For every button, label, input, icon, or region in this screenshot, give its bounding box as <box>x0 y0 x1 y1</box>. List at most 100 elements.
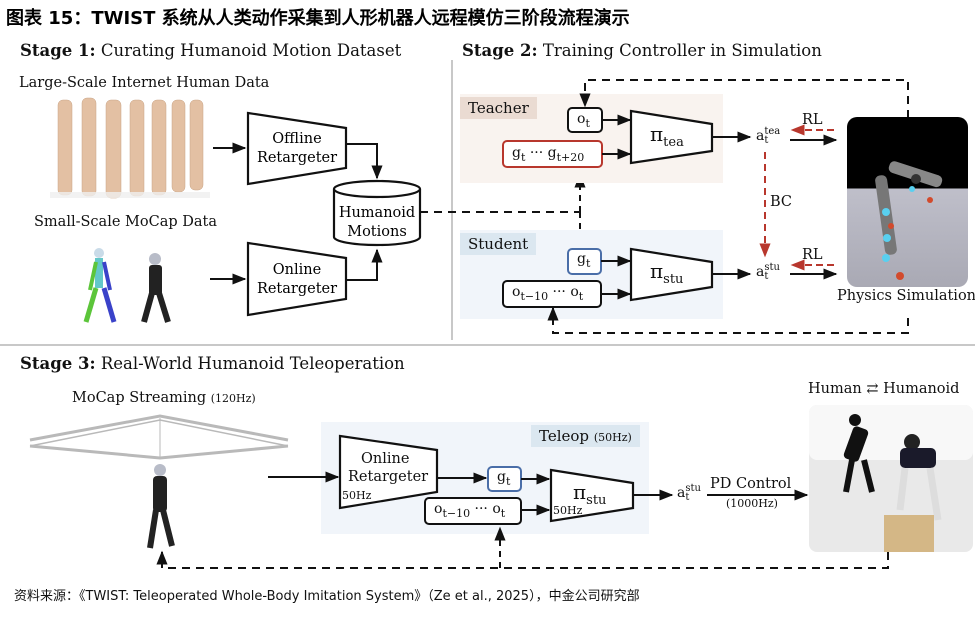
stage2-title: Training Controller in Simulation <box>537 41 822 60</box>
stage1-prefix: Stage 1: <box>20 41 96 60</box>
teacher-goal-symbol: g <box>512 145 521 161</box>
teleop-goal-symbol: g <box>497 469 506 485</box>
stage1-title: Curating Humanoid Motion Dataset <box>95 41 402 60</box>
teleop-retargeter-line2: Retargeter <box>348 469 429 485</box>
action-student-sub: t <box>764 271 769 282</box>
teleop-label: Teleop (50Hz) <box>531 425 640 447</box>
stage3-heading: Stage 3: Real-World Humanoid Teleoperati… <box>20 354 405 373</box>
retargeter-rate: 50Hz <box>342 489 372 502</box>
student-policy-symbol: π <box>650 259 664 283</box>
online-retargeter-block <box>246 241 348 317</box>
teacher-label: Teacher <box>460 97 537 119</box>
dashed-sim-to-student-obs <box>547 306 909 334</box>
humanoid-motions-line1: Humanoid <box>339 205 415 221</box>
dashed-sim-to-teacher-obs <box>579 79 909 118</box>
student-obs-symbol: o <box>512 284 521 300</box>
online-retargeter-line1: Online <box>273 262 321 278</box>
teleop-rate: (50Hz) <box>593 431 632 444</box>
teleop-policy-text: πstu <box>573 480 606 508</box>
teleop-obs-sub-end: t <box>500 506 506 520</box>
stage2-heading: Stage 2: Training Controller in Simulati… <box>462 41 822 60</box>
human-humanoid-photo <box>809 405 973 552</box>
teleop-obs-sub-start: t−10 <box>442 506 471 520</box>
teacher-obs-symbol: o <box>577 111 586 127</box>
student-obs-symbol-end: o <box>570 284 579 300</box>
pd-control-rate: (1000Hz) <box>726 497 778 510</box>
teacher-goal-text: gt ··· gt+20 <box>512 145 584 164</box>
teacher-obs-text: ot <box>577 111 590 130</box>
source-footer: 资料来源：《TWIST: Teleoperated Whole-Body Imi… <box>14 589 640 604</box>
teleop-goal-sub: t <box>505 474 511 488</box>
student-obs-ellipsis: ··· <box>552 284 566 300</box>
teleop-text: Teleop <box>539 427 590 445</box>
mocap-truss-image <box>29 414 289 460</box>
teleop-obs-symbol: o <box>434 501 443 517</box>
mocap-streaming-label: MoCap Streaming (120Hz) <box>72 390 256 406</box>
teleop-policy-block <box>549 468 635 523</box>
internet-human-data-label: Large-Scale Internet Human Data <box>19 75 270 91</box>
offline-retargeter-line1: Offline <box>272 131 321 147</box>
student-policy-sub: stu <box>663 272 684 287</box>
rl-teacher-label: RL <box>802 112 823 128</box>
teleop-action-sup: stu <box>685 483 701 494</box>
teacher-policy-symbol: π <box>650 122 664 146</box>
teleop-retargeter-line1: Online <box>361 451 410 467</box>
humanoid-motions-database <box>332 179 422 247</box>
teleop-obs-text: ot−10 ··· ot <box>434 501 505 520</box>
teleop-obs-symbol-end: o <box>492 501 501 517</box>
human-humanoid-label: Human ⇄ Humanoid <box>808 381 960 397</box>
student-goal-text: gt <box>577 251 590 270</box>
teleop-policy-sub: stu <box>586 493 607 508</box>
teleop-goal-text: gt <box>497 469 510 488</box>
rl-student-label: RL <box>802 247 823 263</box>
physics-simulation-caption: Physics Simulation <box>837 288 975 304</box>
teacher-goal-ellipsis: ··· <box>529 145 544 161</box>
action-teacher-symbol: a <box>756 128 765 144</box>
student-obs-sub-start: t−10 <box>520 289 549 303</box>
teleop-obs-ellipsis: ··· <box>474 501 488 517</box>
teleop-policy-symbol: π <box>573 480 587 504</box>
humanoid-motions-line2: Motions <box>347 224 407 240</box>
arrow-online-to-motions <box>346 248 383 281</box>
bc-label: BC <box>770 194 793 210</box>
mocap-human-image <box>147 464 175 549</box>
mocap-data-label: Small-Scale MoCap Data <box>34 214 217 230</box>
teacher-goal-sub-end: t+20 <box>556 150 585 164</box>
pd-control-label: PD Control <box>710 476 792 492</box>
action-student-symbol: a <box>756 264 765 280</box>
teleop-action-sub: t <box>685 492 690 503</box>
offline-retargeter-line2: Retargeter <box>257 150 337 166</box>
figure-title: 图表 15：TWIST 系统从人类动作采集到人形机器人远程模仿三阶段流程演示 <box>6 8 630 29</box>
online-retargeter-line2: Retargeter <box>257 281 337 297</box>
action-student-sup: stu <box>764 262 780 273</box>
arrow-offline-to-motions <box>346 143 383 180</box>
teacher-policy-text: πtea <box>650 122 684 150</box>
stage3-prefix: Stage 3: <box>20 354 96 373</box>
teacher-policy-block <box>629 109 714 165</box>
teacher-policy-sub: tea <box>663 135 684 150</box>
action-teacher-sub: t <box>764 135 769 146</box>
student-goal-sub: t <box>585 256 591 270</box>
student-policy-block <box>629 247 714 302</box>
student-obs-sub-end: t <box>578 289 584 303</box>
mocap-streaming-rate: (120Hz) <box>210 392 256 405</box>
stage3-title: Real-World Humanoid Teleoperation <box>95 354 405 373</box>
teacher-goal-symbol-end: g <box>547 145 557 161</box>
teacher-obs-sub: t <box>585 116 590 130</box>
action-teacher-sup: tea <box>764 126 781 137</box>
teleop-retargeter-block <box>338 434 439 510</box>
student-goal-symbol: g <box>577 251 586 267</box>
mocap-data-image <box>83 248 171 323</box>
student-policy-text: πstu <box>650 259 683 287</box>
stage1-heading: Stage 1: Curating Humanoid Motion Datase… <box>20 41 401 60</box>
student-obs-text: ot−10 ··· ot <box>512 284 583 303</box>
offline-retargeter-block <box>246 111 348 186</box>
mocap-streaming-text: MoCap Streaming <box>72 390 207 406</box>
teleop-action-symbol: a <box>677 485 686 501</box>
physics-simulation-image <box>847 117 968 287</box>
internet-human-data-image <box>50 95 215 205</box>
